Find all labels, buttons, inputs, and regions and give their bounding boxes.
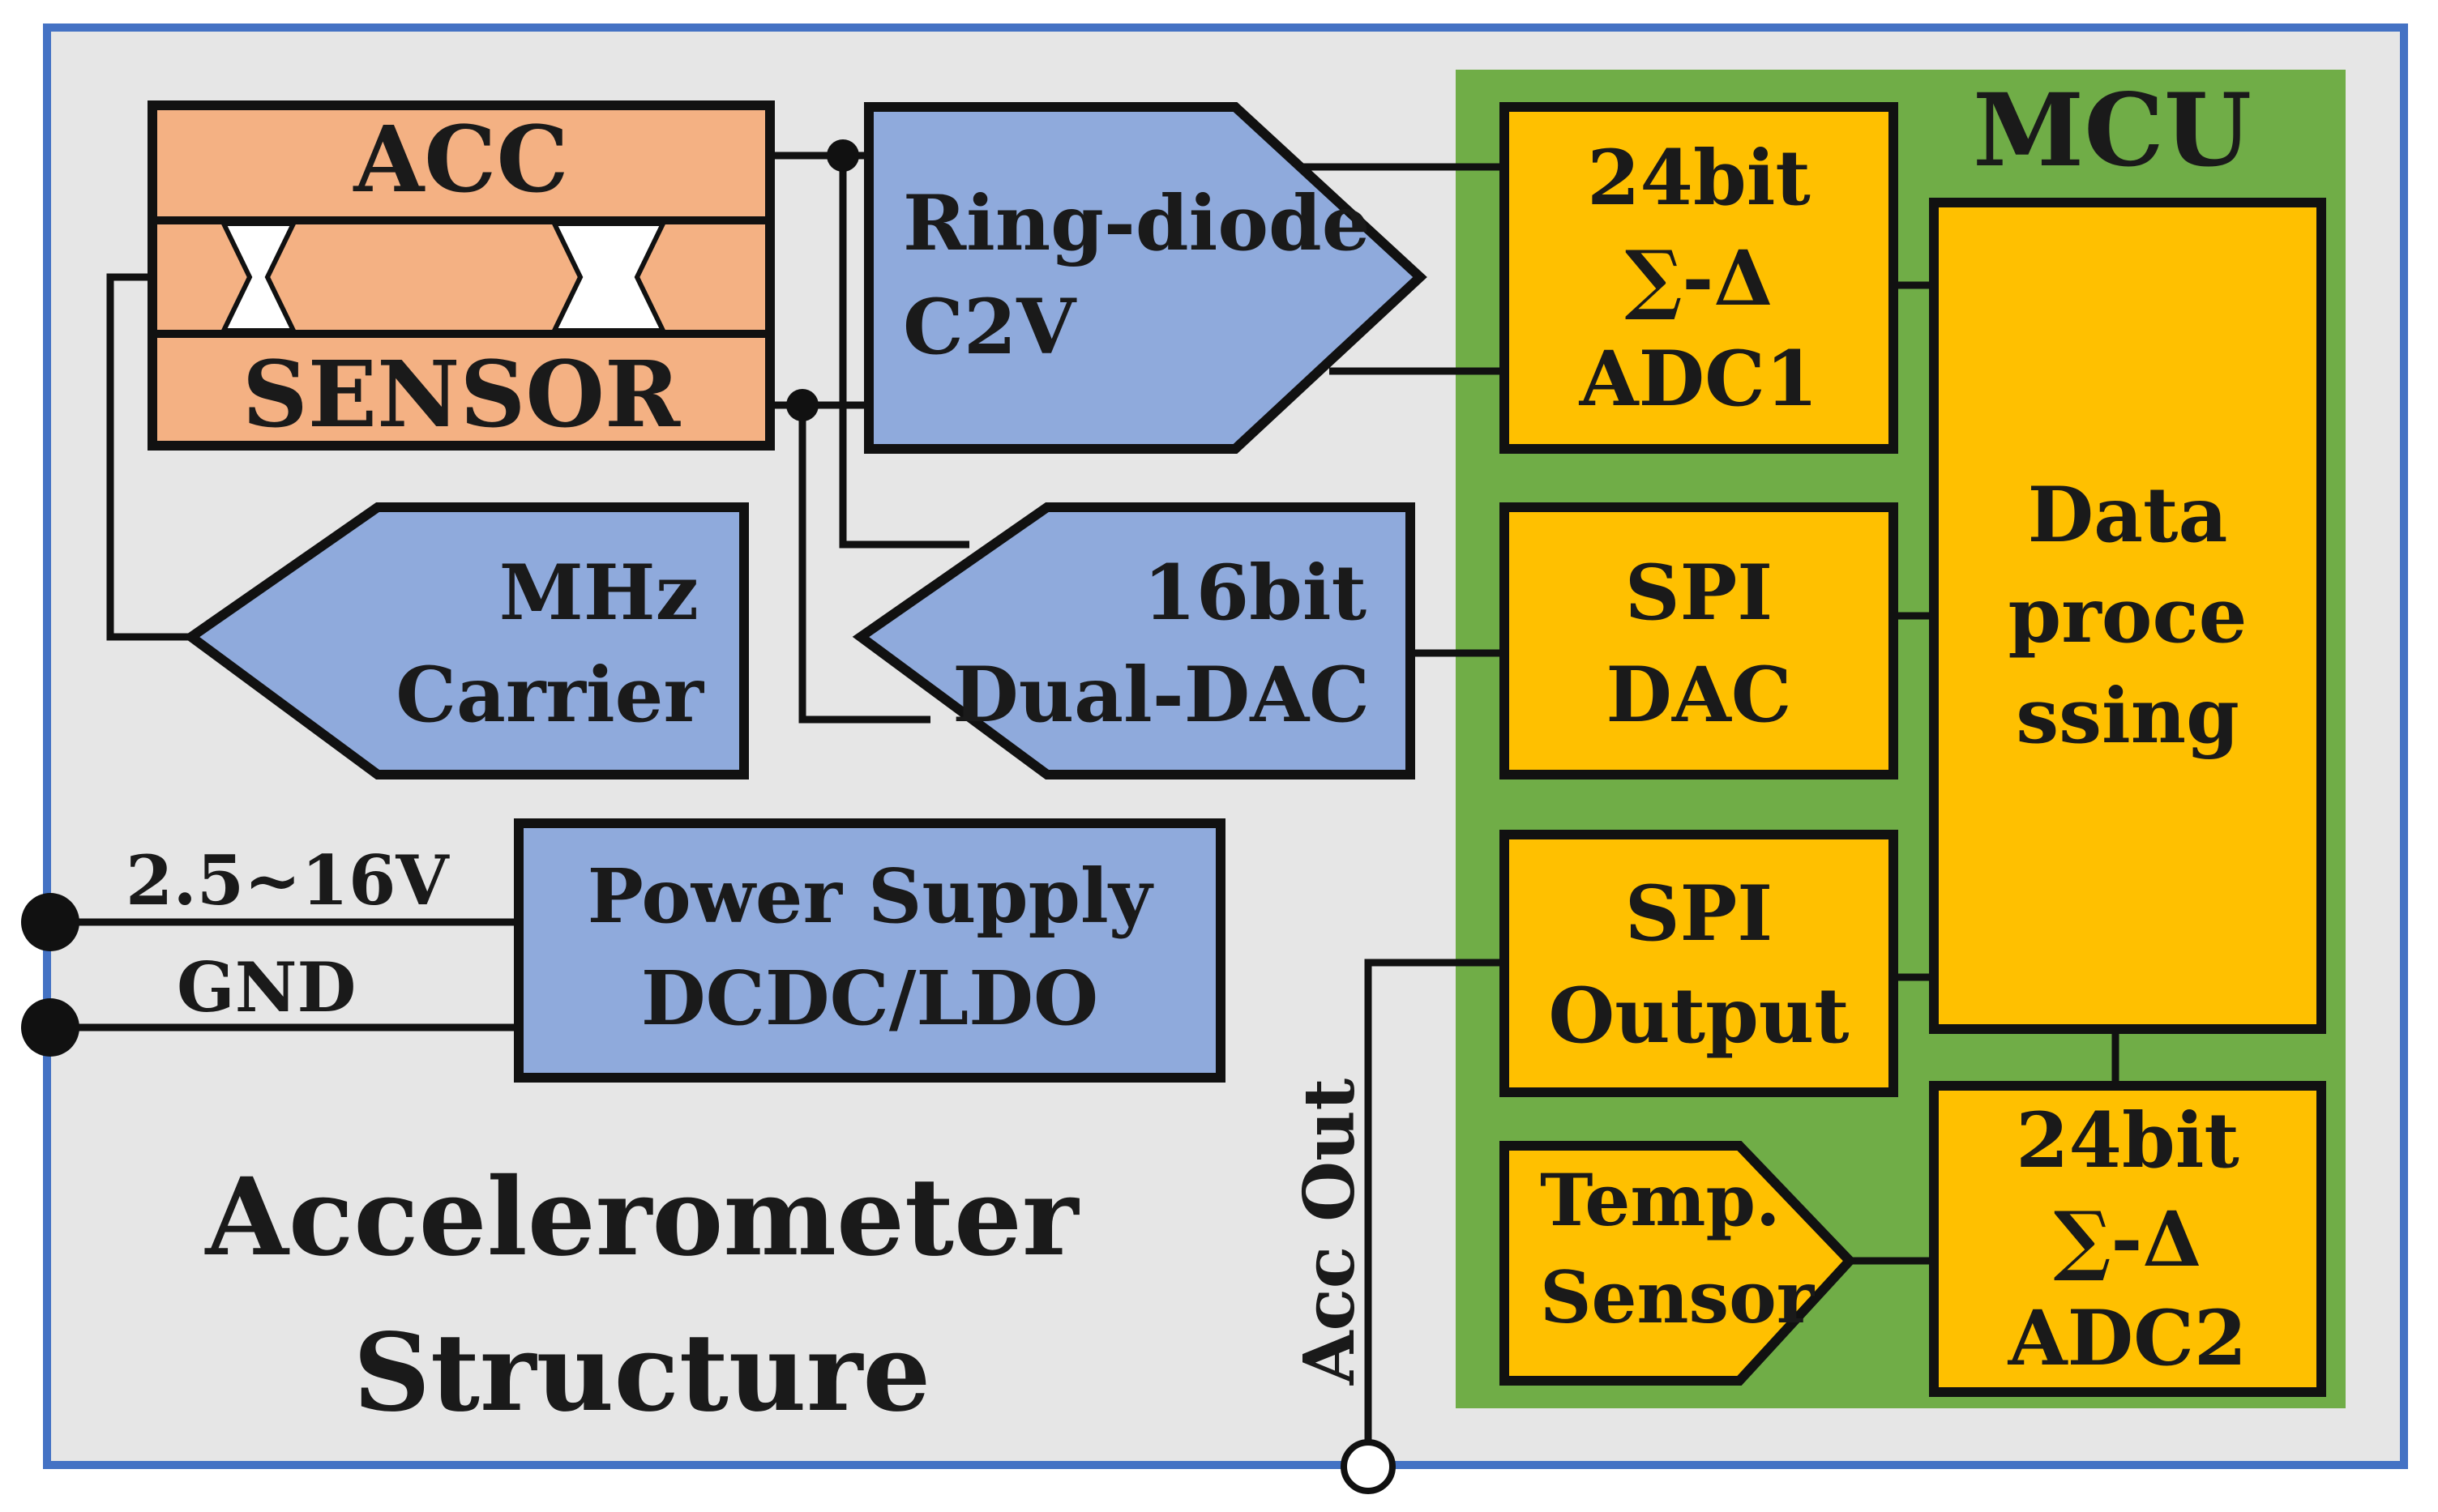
c2v-block: Ring-diode C2V <box>864 102 1427 454</box>
acc-sensor-bottom-label: SENSOR <box>242 342 681 448</box>
adc2-label-line1: 24bit <box>2016 1096 2239 1185</box>
wire-junction1-dac <box>839 156 969 549</box>
structure-caption-line2: Structure <box>353 1310 931 1436</box>
acc-sensor: ACC SENSOR <box>148 100 775 451</box>
adc2-shape <box>1929 1081 2326 1397</box>
c2v-label-line2: C2V <box>903 283 1077 372</box>
junction-dot-top <box>827 139 859 172</box>
power-supply-block: Power Supply DCDC/LDO <box>514 818 1225 1083</box>
c2v-shape <box>864 102 1427 454</box>
dac-shape <box>852 502 1415 779</box>
temp-sensor-block: Temp. Sensor <box>1499 1141 1857 1386</box>
data-processing-label-line3: ssing <box>2016 672 2239 761</box>
adc1-block: 24bit ∑-Δ ADC1 <box>1499 102 1898 454</box>
c2v-label-line1: Ring-diode <box>903 179 1371 268</box>
supply-voltage-label: 2.5~16V <box>126 840 450 920</box>
wire-carrier-sensor <box>106 273 191 641</box>
adc2-label-line3: ADC2 <box>2008 1294 2248 1383</box>
adc1-label-line3: ADC1 <box>1579 335 1819 424</box>
acc-sensor-spring-right <box>550 221 667 333</box>
acc-sensor-top-label: ACC <box>353 107 568 213</box>
adc1-shape <box>1499 102 1898 454</box>
wires <box>49 152 2119 1446</box>
dac-label-line2: Dual-DAC <box>952 651 1370 740</box>
spi-output-label-line2: Output <box>1548 972 1849 1061</box>
dac-label-line1: 16bit <box>1143 549 1367 638</box>
temp-sensor-shape <box>1499 1141 1857 1386</box>
adc1-label-line2: ∑-Δ <box>1625 234 1773 323</box>
data-processing-label-line2: proce <box>2008 571 2248 660</box>
adc2-label-line2: ∑-Δ <box>2054 1195 2202 1284</box>
mcu-title: MCU <box>1973 72 2252 190</box>
temp-sensor-label-line2: Sensor <box>1540 1255 1816 1339</box>
carrier-block: MHz Carrier <box>182 502 749 779</box>
wire-junction2-dac <box>798 405 930 724</box>
data-processing-block: Data proce ssing <box>1929 198 2326 1034</box>
dac-block: 16bit Dual-DAC <box>852 502 1415 779</box>
temp-sensor-label-line1: Temp. <box>1540 1158 1781 1242</box>
acc-out-label: Acc Out <box>1289 1078 1371 1386</box>
power-supply-shape <box>514 818 1225 1083</box>
data-processing-shape <box>1929 198 2326 1034</box>
spi-output-label-line1: SPI <box>1625 869 1773 959</box>
gnd-label: GND <box>177 947 356 1027</box>
carrier-label-line1: MHz <box>499 549 699 638</box>
power-supply-label-line1: Power Supply <box>588 852 1154 940</box>
spi-output-shape <box>1499 830 1898 1097</box>
adc1-label-line1: 24bit <box>1587 134 1811 223</box>
spi-dac-block: SPI DAC <box>1499 502 1898 779</box>
spi-dac-label-line1: SPI <box>1625 549 1773 638</box>
spi-dac-label-line2: DAC <box>1606 651 1791 740</box>
structure-caption-line1: Accelerometer <box>203 1155 1079 1280</box>
power-supply-label-line2: DCDC/LDO <box>641 955 1098 1042</box>
supply-terminal[interactable] <box>21 893 79 951</box>
junction-dot-bottom <box>786 389 819 421</box>
carrier-label-line2: Carrier <box>396 651 704 740</box>
acc-out-terminal[interactable] <box>1341 1439 1396 1494</box>
adc2-block: 24bit ∑-Δ ADC2 <box>1929 1081 2326 1397</box>
spi-dac-shape <box>1499 502 1898 779</box>
data-processing-label-line1: Data <box>2028 471 2228 560</box>
spi-output-block: SPI Output <box>1499 830 1898 1097</box>
carrier-shape <box>182 502 749 779</box>
wire-spiout-accout <box>1364 959 1504 1446</box>
acc-sensor-spring-left <box>220 221 297 333</box>
gnd-terminal[interactable] <box>21 998 79 1057</box>
